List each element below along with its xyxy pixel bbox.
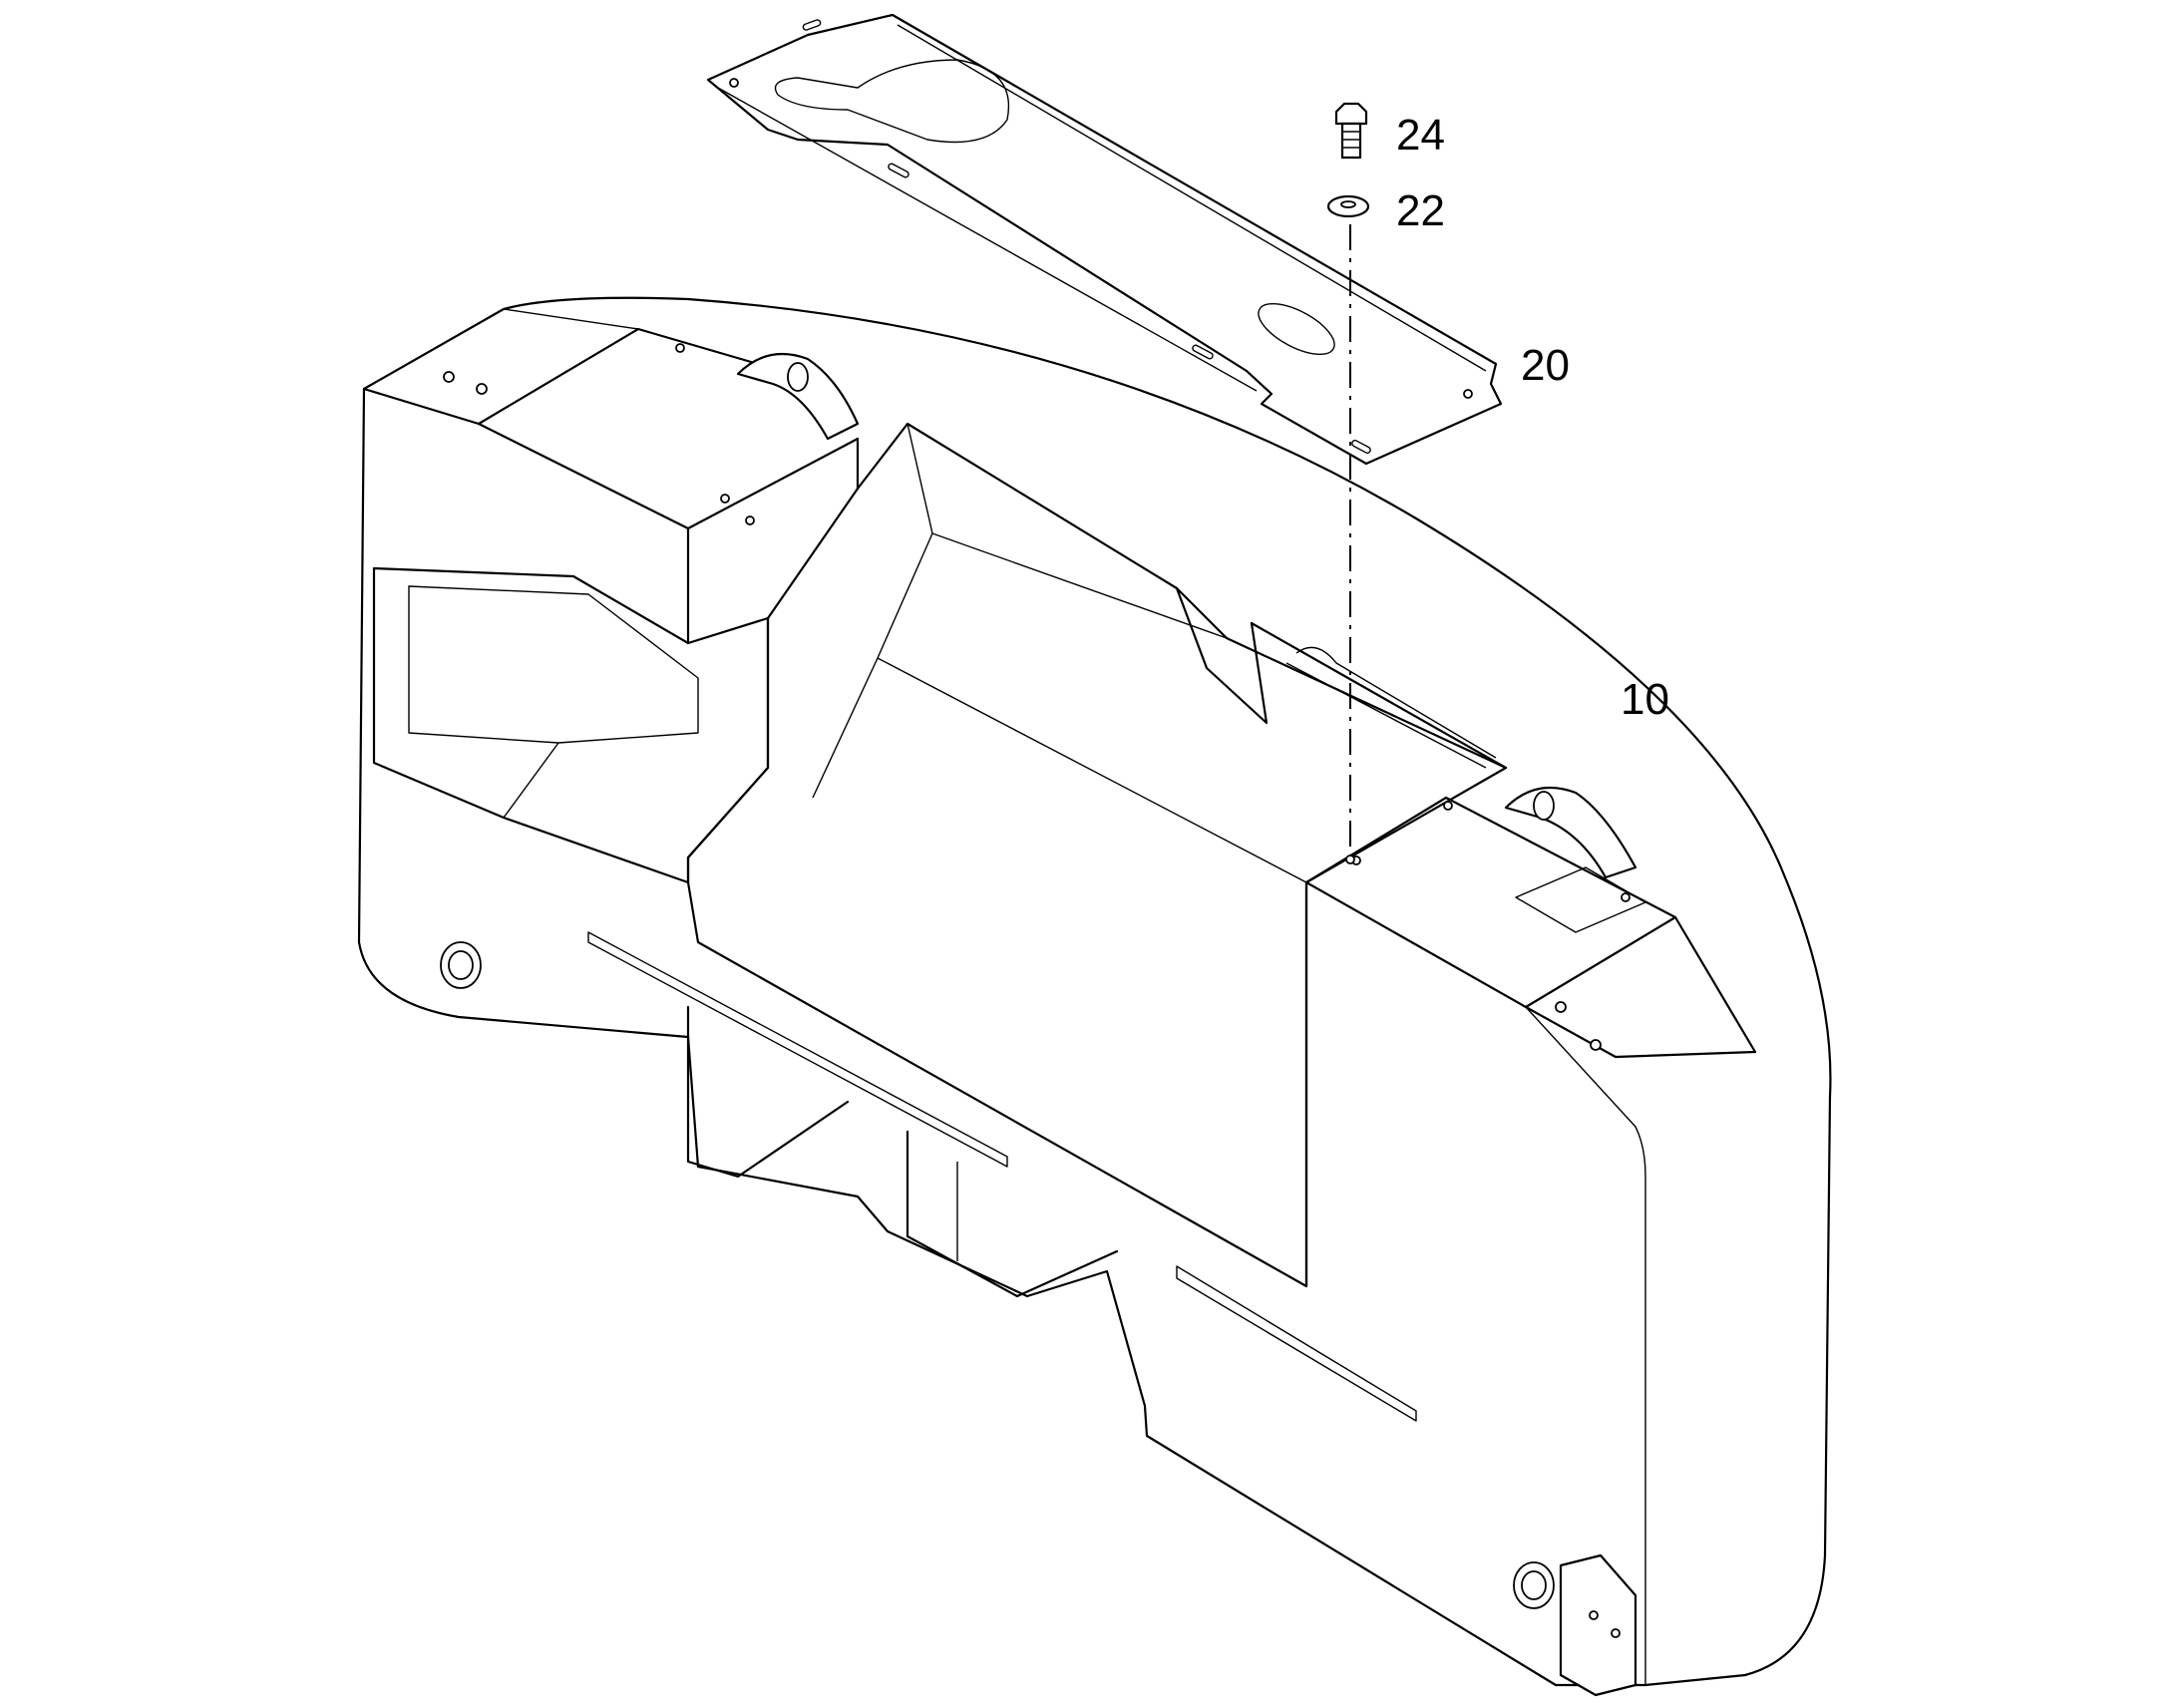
washer	[1326, 194, 1370, 218]
callout-24: 24	[1396, 111, 1445, 160]
counterweight-outline	[357, 296, 1832, 1687]
callout-20: 20	[1521, 341, 1570, 390]
counterweight	[357, 296, 1832, 1697]
callout-22: 22	[1396, 186, 1445, 235]
cover-plate	[706, 13, 1503, 466]
callout-10: 10	[1621, 675, 1669, 724]
bolt	[1334, 102, 1368, 160]
